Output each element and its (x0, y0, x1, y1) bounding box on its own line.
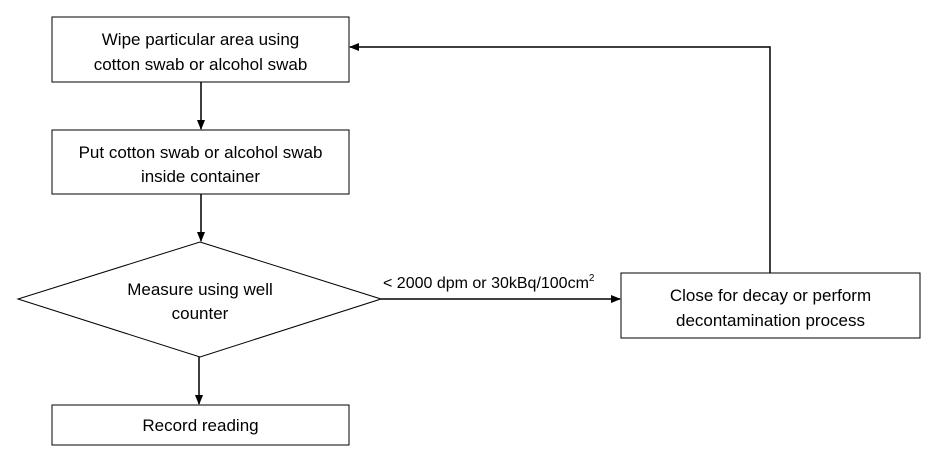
record-step-label: Record reading (142, 416, 258, 435)
measure-decision-label-line1: Measure using well (127, 280, 273, 299)
wipe-step: Wipe particular area using cotton swab o… (51, 16, 350, 83)
arrow-close-to-wipe (349, 43, 771, 273)
put-step: Put cotton swab or alcohol swab inside c… (51, 129, 350, 195)
put-step-label-line1: Put cotton swab or alcohol swab (79, 143, 323, 162)
put-step-label-line2: inside container (141, 167, 260, 186)
wipe-step-label-line2: cotton swab or alcohol swab (94, 55, 308, 74)
wipe-step-label-line1: Wipe particular area using (102, 30, 299, 49)
measure-decision-label-line2: counter (172, 304, 229, 323)
measure-decision: Measure using well counter (16, 241, 383, 358)
close-step: Close for decay or perform decontaminati… (620, 272, 921, 339)
record-step: Record reading (51, 404, 350, 446)
measure-decision-diamond (16, 241, 383, 358)
put-step-box (51, 129, 350, 195)
close-step-label-line1: Close for decay or perform (670, 286, 871, 305)
threshold-edge-label-text: < 2000 dpm or 30kBq/100cm (383, 275, 589, 292)
threshold-edge-label: < 2000 dpm or 30kBq/100cm2 (383, 273, 595, 292)
close-step-label-line2: decontamination process (676, 311, 865, 330)
close-step-box (620, 272, 921, 339)
wipe-step-box (51, 16, 350, 83)
record-step-box (51, 404, 350, 446)
threshold-edge-label-superscript: 2 (589, 273, 595, 284)
